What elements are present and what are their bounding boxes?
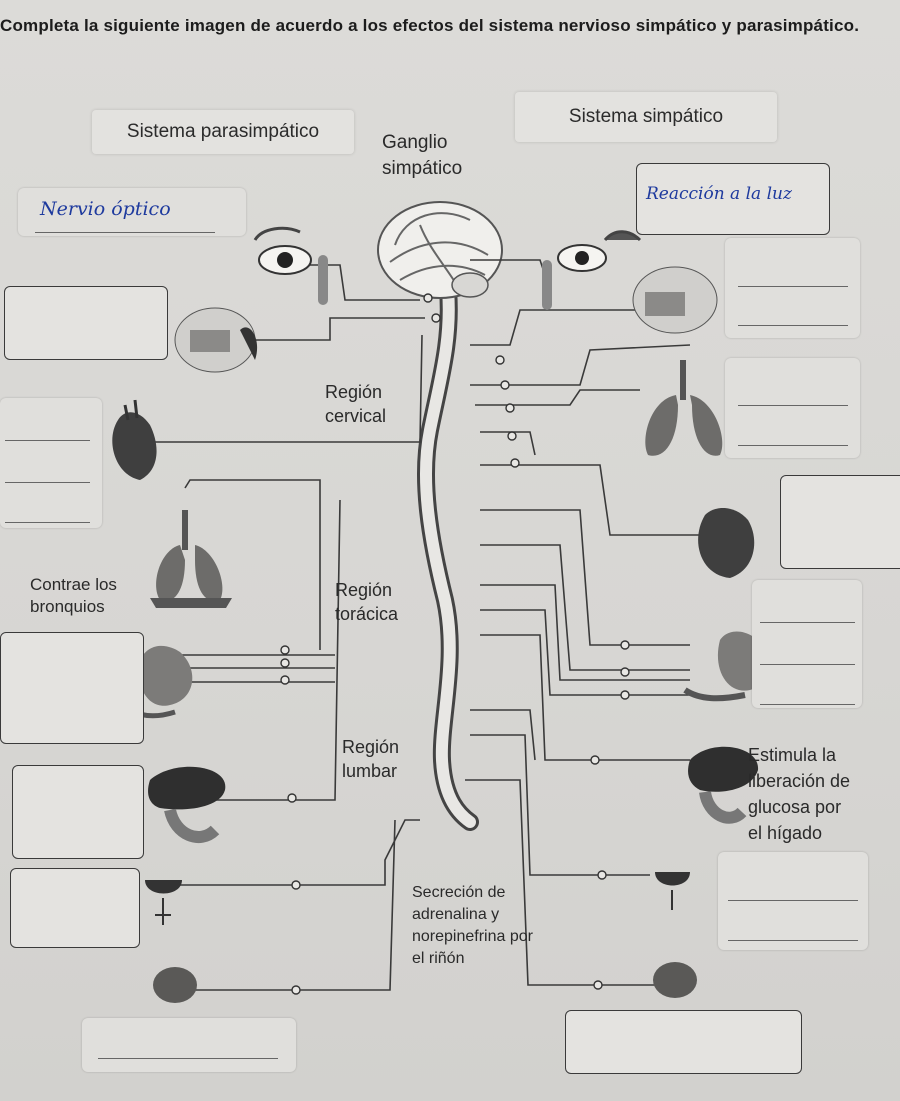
- answer-box-left-intestine[interactable]: [82, 1018, 296, 1072]
- intestine-icon: [153, 967, 197, 1003]
- label-liver-right: Estimula la liberación de glucosa por el…: [748, 745, 851, 843]
- handwritten-left-eye: Nervio óptico: [40, 198, 171, 220]
- answer-box-left-liver[interactable]: [12, 765, 144, 859]
- answer-box-right-bladder[interactable]: [718, 852, 868, 950]
- answer-box-right-salivary[interactable]: [725, 238, 860, 338]
- brain-icon: [377, 201, 503, 299]
- handwritten-right-eye: Reacción a la luz: [646, 184, 792, 204]
- lungs-icon-right: [645, 360, 723, 456]
- label-adrenal: Secreción de adrenalina y norepinefrina …: [412, 884, 533, 967]
- bladder-icon-right: [655, 872, 690, 910]
- intestine-icon-right: [653, 962, 697, 998]
- answer-box-right-intestine[interactable]: [565, 1010, 802, 1074]
- header-ganglion: Ganglio simpático: [382, 132, 463, 179]
- answer-box-left-stomach[interactable]: [0, 632, 144, 744]
- region-thoracic: Región torácica: [335, 580, 399, 624]
- region-cervical: Región cervical: [325, 382, 387, 426]
- answer-box-right-heart[interactable]: [780, 475, 900, 569]
- salivary-gland-icon: [174, 307, 258, 373]
- label-bronchi-left: Contrae los bronquios: [30, 575, 117, 616]
- answer-box-left-heart[interactable]: [0, 398, 102, 528]
- answer-box-left-bladder[interactable]: [10, 868, 140, 948]
- heart-icon: [112, 399, 157, 480]
- liver-icon-right: [688, 746, 759, 824]
- eye-icon-right: [542, 230, 642, 310]
- answer-box-left-salivary[interactable]: [4, 286, 168, 360]
- answer-box-right-lungs[interactable]: [725, 358, 860, 458]
- header-parasympathetic: Sistema parasimpático: [92, 110, 354, 154]
- answer-box-left-eye[interactable]: [18, 188, 246, 236]
- answer-box-right-stomach[interactable]: [752, 580, 862, 708]
- region-lumbar: Región lumbar: [342, 737, 400, 781]
- liver-icon: [148, 766, 226, 844]
- lungs-icon: [150, 510, 232, 608]
- eye-icon: [253, 226, 328, 305]
- salivary-gland-icon-right: [632, 266, 718, 334]
- instruction-text: Completa la siguiente imagen de acuerdo …: [0, 16, 860, 35]
- answer-box-right-eye[interactable]: [636, 163, 830, 235]
- heart-icon-right: [698, 508, 755, 578]
- bladder-icon: [145, 880, 182, 925]
- header-sympathetic: Sistema simpático: [515, 92, 777, 142]
